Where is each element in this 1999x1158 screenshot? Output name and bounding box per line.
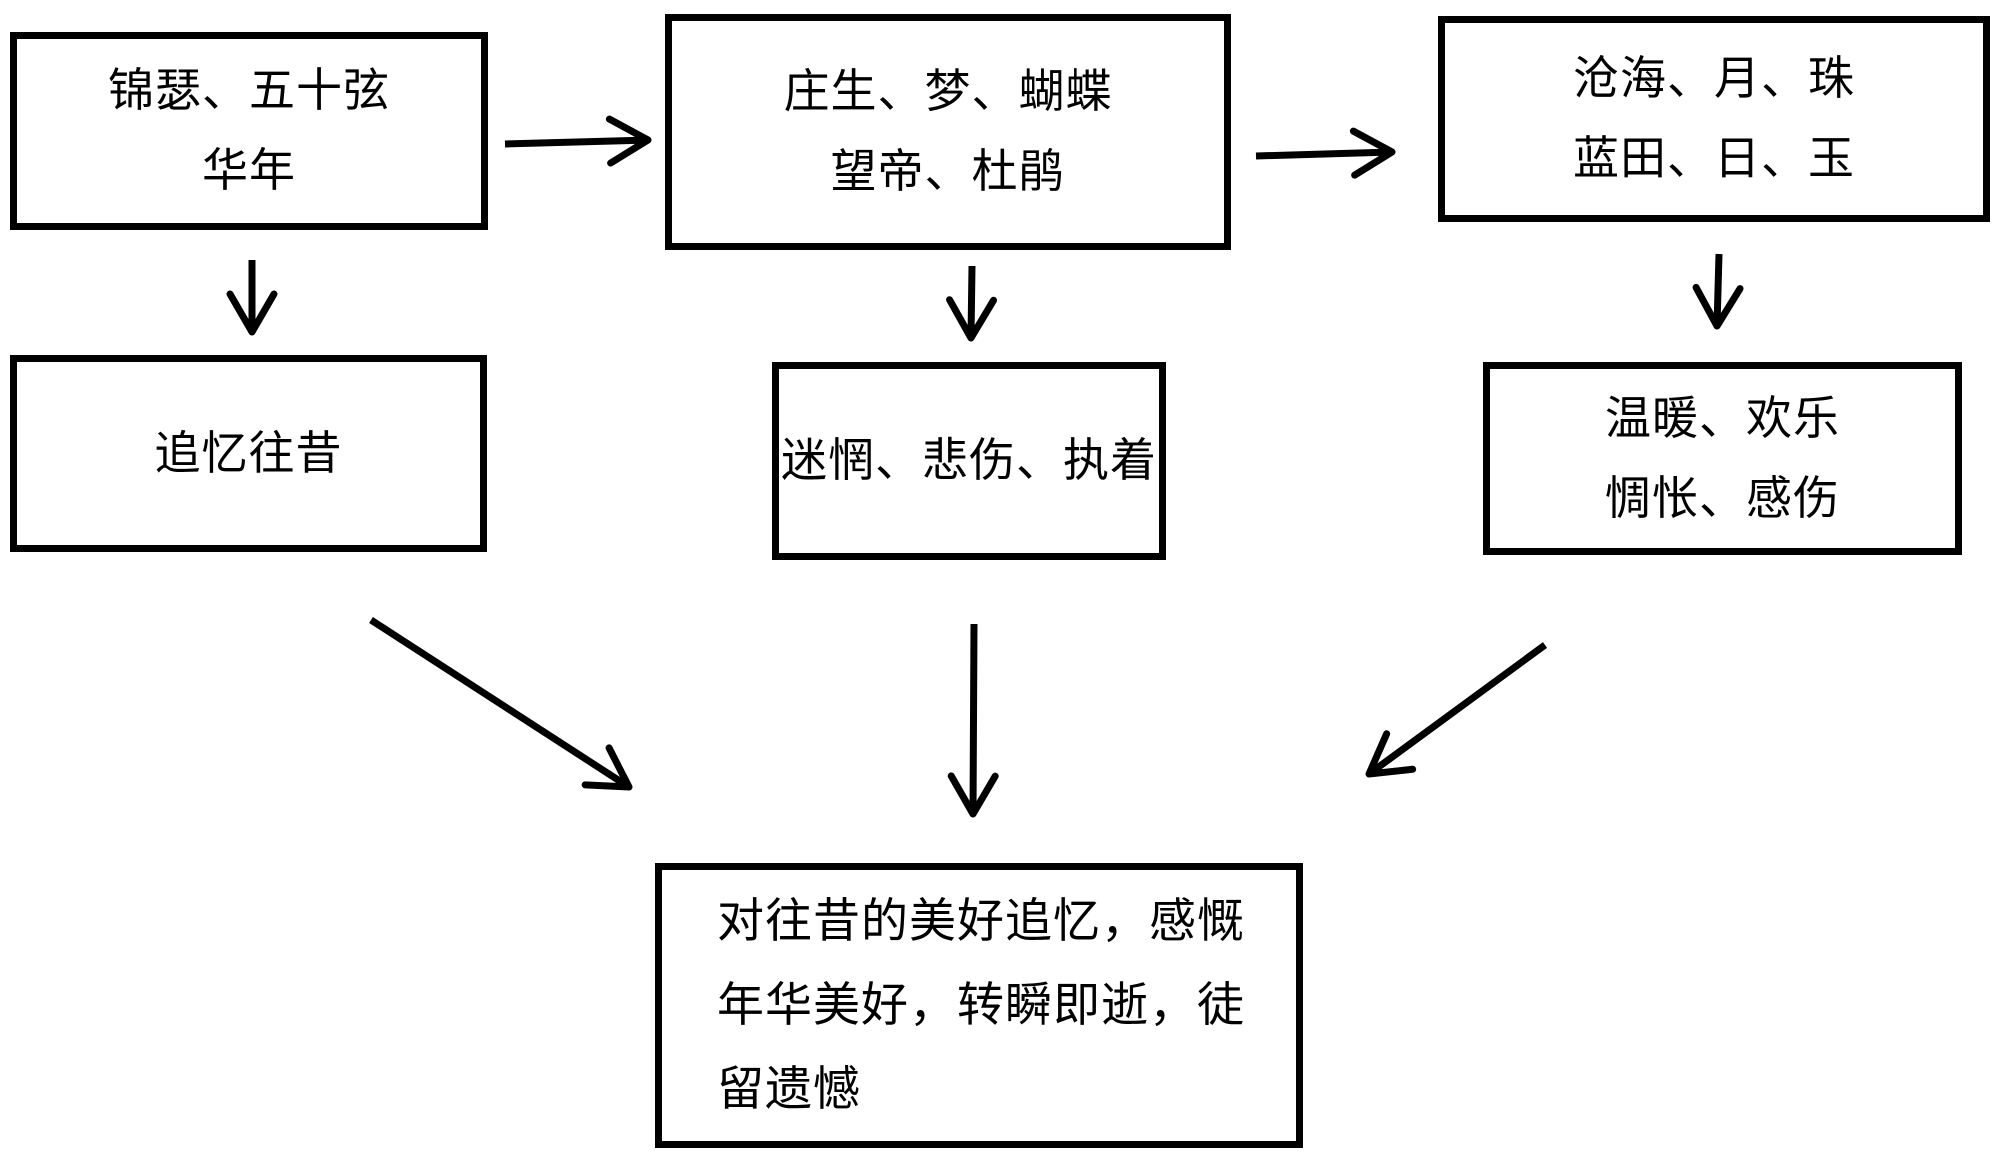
node-canghai: 沧海、月、珠 蓝田、日、玉: [1438, 16, 1990, 222]
node-wennuan: 温暖、欢乐 惆怅、感伤: [1483, 362, 1962, 555]
node-canghai-line2: 蓝田、日、玉: [1573, 133, 1855, 184]
node-summary-line3: 留遗憾: [717, 1063, 861, 1116]
node-summary-line2: 年华美好，转瞬即逝，徒: [717, 979, 1245, 1032]
node-zhuangsheng-line2: 望帝、杜鹃: [830, 146, 1066, 197]
node-wennuan-line1: 温暖、欢乐: [1605, 392, 1840, 444]
arrow-miwang-to-summary: [947, 623, 999, 818]
node-zhuiyi: 追忆往昔: [10, 355, 487, 552]
node-zhuangsheng-line1: 庄生、梦、蝴蝶: [783, 66, 1113, 117]
arrow-zhuangsheng-to-miwang: [946, 265, 998, 342]
arrow-canghai-to-wennuan: [1692, 253, 1744, 330]
node-miwang-line1: 迷惘、悲伤、执着: [781, 435, 1157, 486]
arrow-jinse-to-zhuangsheng: [504, 115, 652, 167]
node-summary: 对往昔的美好追忆，感慨 年华美好，转瞬即逝，徒 留遗憾: [655, 863, 1303, 1148]
arrow-zhuangsheng-to-canghai: [1255, 127, 1396, 179]
node-jinse-line2: 华年: [202, 145, 296, 196]
node-wennuan-line2: 惆怅、感伤: [1605, 472, 1840, 524]
node-jinse-line1: 锦瑟、五十弦: [108, 65, 390, 116]
node-jinse: 锦瑟、五十弦 华年: [10, 32, 488, 230]
node-miwang: 迷惘、悲伤、执着: [772, 362, 1166, 560]
arrow-wennuan-to-summary: [1365, 642, 1548, 778]
node-summary-line1: 对往昔的美好追忆，感慨: [717, 895, 1245, 948]
node-canghai-line1: 沧海、月、珠: [1573, 53, 1855, 104]
node-zhuiyi-line1: 追忆往昔: [154, 427, 343, 479]
arrow-zhuiyi-to-summary: [369, 617, 633, 791]
node-zhuangsheng: 庄生、梦、蝴蝶 望帝、杜鹃: [665, 14, 1231, 250]
